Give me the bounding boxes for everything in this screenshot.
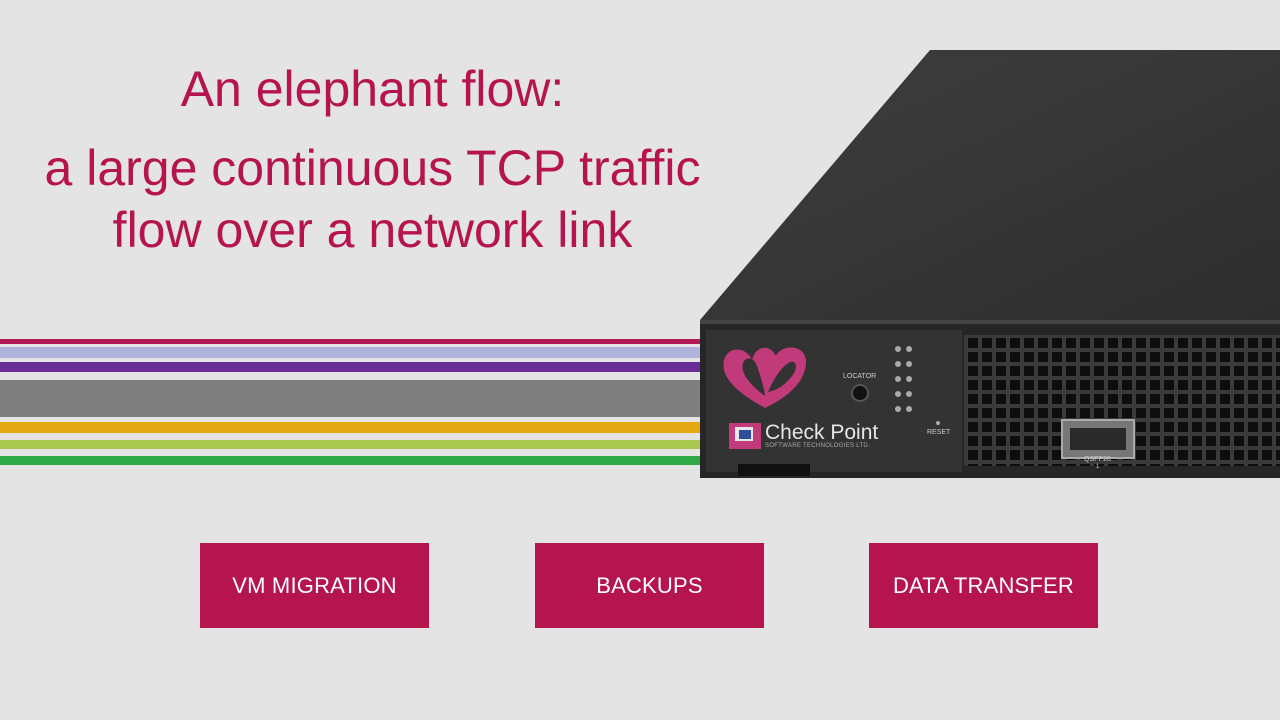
port-number: 1 (1096, 464, 1100, 470)
headline: An elephant flow: a large continuous TCP… (0, 58, 745, 261)
lavender-stream (0, 347, 705, 358)
reset-label: RESET (927, 429, 951, 436)
data-transfer-button[interactable]: DATA TRANSFER (869, 543, 1098, 628)
amber-stream (0, 422, 705, 433)
backups-label: BACKUPS (596, 572, 703, 598)
magenta-stream (0, 339, 705, 344)
locator-label: LOCATOR (843, 373, 877, 380)
backups-button[interactable]: BACKUPS (535, 543, 764, 628)
data-transfer-label: DATA TRANSFER (892, 572, 1075, 598)
brand-subtitle: SOFTWARE TECHNOLOGIES LTD. (765, 443, 871, 449)
port-label: QSFP28 (1084, 456, 1111, 463)
green-stream (0, 456, 705, 465)
headline-line-3: flow over a network link (112, 202, 633, 258)
gray-stream (0, 380, 705, 417)
purple-stream (0, 362, 705, 372)
vm-migration-label: VM MIGRATION (232, 572, 397, 598)
lime-stream (0, 440, 705, 449)
brand-name: Check Point (765, 421, 879, 444)
headline-line-2: a large continuous TCP traffic (44, 140, 701, 196)
vm-migration-button[interactable]: VM MIGRATION (200, 543, 429, 628)
headline-line-1: An elephant flow: (180, 61, 565, 117)
